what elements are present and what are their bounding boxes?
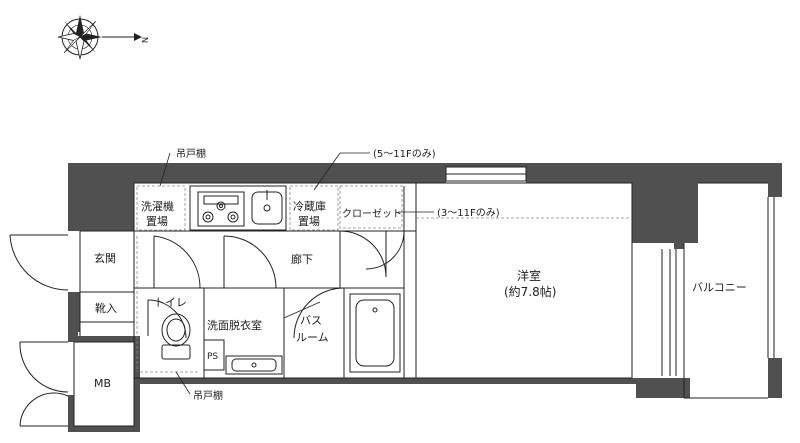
stove-icon (197, 191, 245, 227)
north-label: N (140, 37, 149, 43)
corridor-label: 廊下 (291, 252, 313, 266)
balcony-label: バルコニー (692, 281, 747, 294)
fridge-label-line2: 置場 (298, 215, 320, 228)
fridge-label-line1: 冷蔵庫 (293, 199, 326, 213)
balcony-window (661, 249, 677, 376)
closet-label: クローゼット (342, 208, 402, 220)
bathtub-icon (349, 293, 401, 373)
leader-lines (159, 152, 434, 395)
compass-rose-icon (57, 15, 142, 60)
laundry-label-line1: 洗濯機 (141, 199, 174, 213)
floor-note-3-11: (3～11Fのみ) (437, 208, 500, 219)
washbasin-icon (225, 355, 283, 375)
hanging-shelf-label-top: 吊戸棚 (176, 147, 206, 160)
western-room-size: (約7.8帖) (504, 284, 556, 299)
floor-note-5-11: (5～11Fのみ) (373, 149, 436, 160)
room-window (445, 166, 527, 182)
meter-box-label: MB (94, 377, 111, 390)
walls (68, 163, 782, 432)
interior-lines (73, 182, 633, 427)
dashed-lines (136, 185, 632, 373)
western-room-label: 洋室 (517, 268, 541, 283)
toilet-label: トイレ (154, 296, 187, 309)
laundry-label-line2: 置場 (146, 215, 168, 228)
balcony-outline (683, 182, 775, 399)
washroom-label: 洗面脱衣室 (207, 318, 262, 332)
toilet-icon (161, 313, 191, 360)
pipe-space-label: PS (207, 352, 218, 362)
shoe-storage-label: 靴入 (95, 301, 117, 315)
hanging-shelf-label-bottom: 吊戸棚 (193, 389, 223, 402)
door-swings (9, 230, 405, 427)
bathroom-label-line1: バス (300, 314, 322, 327)
entrance-label: 玄関 (94, 251, 116, 265)
bathroom-label-line2: ルーム (296, 331, 329, 344)
kitchen-counter (189, 185, 287, 231)
sink-icon (251, 190, 283, 225)
